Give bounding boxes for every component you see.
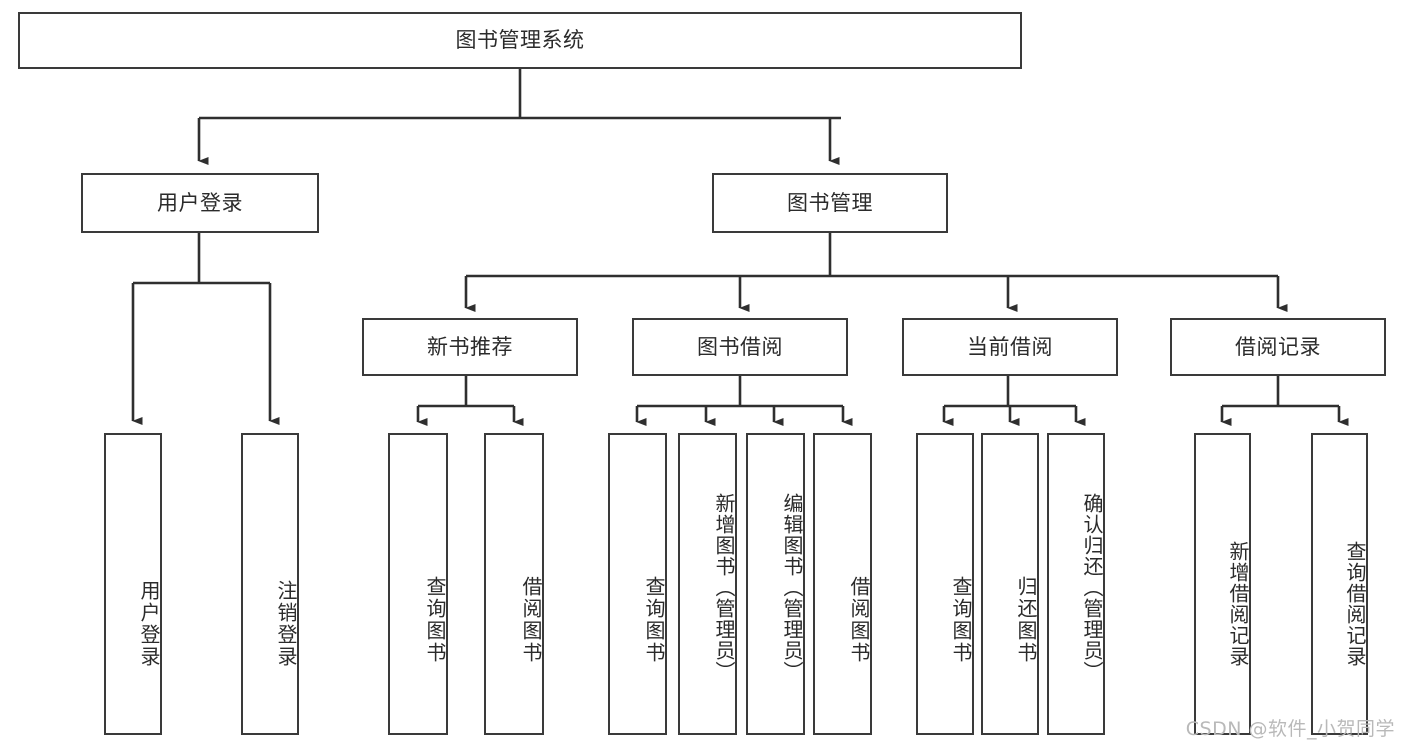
- node-root[interactable]: 图书管理系统: [18, 12, 1022, 69]
- node-leaf-query-record[interactable]: 查询借阅记录: [1311, 433, 1368, 735]
- node-leaf-return-book[interactable]: 归还图书: [981, 433, 1039, 735]
- node-leaf-add-record[interactable]: 新增借阅记录: [1194, 433, 1251, 735]
- node-borrow-record[interactable]: 借阅记录: [1170, 318, 1386, 376]
- node-book-manage[interactable]: 图书管理: [712, 173, 948, 233]
- node-leaf-user-login[interactable]: 用户登录: [104, 433, 162, 735]
- node-leaf-confirm-return[interactable]: 确认归还（管理员）: [1047, 433, 1105, 735]
- node-user-login[interactable]: 用户登录: [81, 173, 319, 233]
- node-leaf-query-book-2[interactable]: 查询图书: [608, 433, 667, 735]
- node-current-borrow[interactable]: 当前借阅: [902, 318, 1118, 376]
- node-leaf-borrow-book-1[interactable]: 借阅图书: [484, 433, 544, 735]
- node-leaf-add-book[interactable]: 新增图书（管理员）: [678, 433, 737, 735]
- node-leaf-add-record-label: 新增借阅记录: [1226, 541, 1250, 667]
- node-leaf-borrow-book-2-label: 借阅图书: [847, 576, 871, 664]
- node-leaf-borrow-book-1-label: 借阅图书: [519, 576, 543, 664]
- node-book-borrow[interactable]: 图书借阅: [632, 318, 848, 376]
- node-leaf-query-book-1-label: 查询图书: [423, 576, 447, 664]
- node-leaf-query-book-1[interactable]: 查询图书: [388, 433, 448, 735]
- node-leaf-logout-label: 注销登录: [274, 580, 298, 668]
- watermark: CSDN @软件_小贺同学: [1185, 718, 1395, 740]
- node-leaf-query-book-3-label: 查询图书: [949, 576, 973, 664]
- node-book-manage-label: 图书管理: [787, 190, 873, 215]
- node-current-borrow-label: 当前借阅: [967, 334, 1053, 359]
- node-new-book-rec[interactable]: 新书推荐: [362, 318, 578, 376]
- node-user-login-label: 用户登录: [157, 190, 243, 215]
- node-leaf-query-book-2-label: 查询图书: [642, 576, 666, 664]
- node-leaf-return-book-label: 归还图书: [1014, 576, 1038, 664]
- node-book-borrow-label: 图书借阅: [697, 334, 783, 359]
- node-leaf-user-login-label: 用户登录: [137, 580, 161, 668]
- node-new-book-rec-label: 新书推荐: [427, 334, 513, 359]
- node-leaf-query-record-label: 查询借阅记录: [1343, 541, 1367, 667]
- node-leaf-add-book-label: 新增图书（管理员）: [712, 492, 736, 682]
- node-leaf-confirm-return-label: 确认归还（管理员）: [1080, 492, 1104, 682]
- node-leaf-query-book-3[interactable]: 查询图书: [916, 433, 974, 735]
- node-root-label: 图书管理系统: [455, 28, 585, 53]
- node-leaf-logout[interactable]: 注销登录: [241, 433, 299, 735]
- node-leaf-edit-book[interactable]: 编辑图书（管理员）: [746, 433, 805, 735]
- node-borrow-record-label: 借阅记录: [1235, 334, 1321, 359]
- node-leaf-edit-book-label: 编辑图书（管理员）: [780, 492, 804, 682]
- node-leaf-borrow-book-2[interactable]: 借阅图书: [813, 433, 872, 735]
